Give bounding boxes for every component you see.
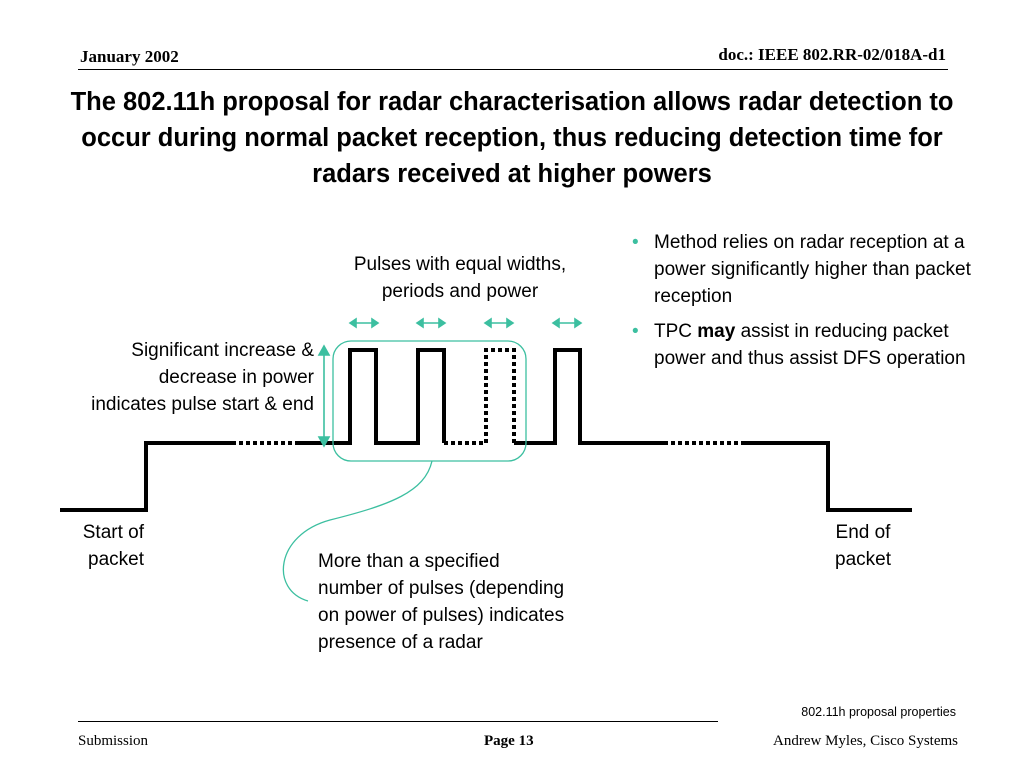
radar-presence-label: More than a specified number of pulses (…	[318, 551, 565, 653]
dotted-gaps	[232, 348, 742, 445]
footer-page-number: Page 13	[484, 733, 534, 749]
pulse-group-highlight	[332, 340, 527, 462]
end-of-packet-label: End of packet	[835, 522, 891, 570]
packet-start-segment	[60, 441, 232, 512]
header-doc-id: doc.: IEEE 802.RR-02/018A-d1	[718, 45, 946, 64]
slide-title: The 802.11h proposal for radar character…	[70, 88, 954, 188]
pulse-4-segment	[514, 348, 664, 445]
footer-author: Andrew Myles, Cisco Systems	[773, 733, 958, 749]
pulse-1-2-segment	[298, 348, 446, 445]
bullet-item: •Method relies on radar reception at a p…	[632, 229, 992, 310]
pulse-width-arrows	[348, 317, 583, 329]
footer-divider	[78, 721, 718, 722]
width-arrow-3	[483, 317, 515, 329]
packet-signal-waveform	[60, 348, 912, 512]
radar-callout-connector	[282, 460, 433, 602]
dotted-pulse-3	[444, 348, 516, 445]
power-change-label: Significant increase & decrease in power…	[91, 340, 314, 415]
bullet-list: •Method relies on radar reception at a p…	[632, 229, 992, 380]
bullet-dot-icon: •	[632, 321, 639, 342]
power-level-arrow	[317, 344, 331, 448]
bullet-dot-icon: •	[632, 232, 639, 253]
header-divider	[78, 69, 948, 70]
start-of-packet-label: Start of packet	[82, 522, 144, 570]
bullet-item: •TPC may assist in reducing packet power…	[632, 318, 992, 372]
width-arrow-1	[348, 317, 380, 329]
footer-submission: Submission	[78, 733, 149, 749]
pulses-label: Pulses with equal widths, periods and po…	[353, 254, 567, 302]
packet-end-segment	[742, 441, 912, 512]
header-date: January 2002	[80, 47, 179, 66]
footer-caption: 802.11h proposal properties	[801, 705, 956, 719]
width-arrow-4	[551, 317, 583, 329]
width-arrow-2	[415, 317, 447, 329]
